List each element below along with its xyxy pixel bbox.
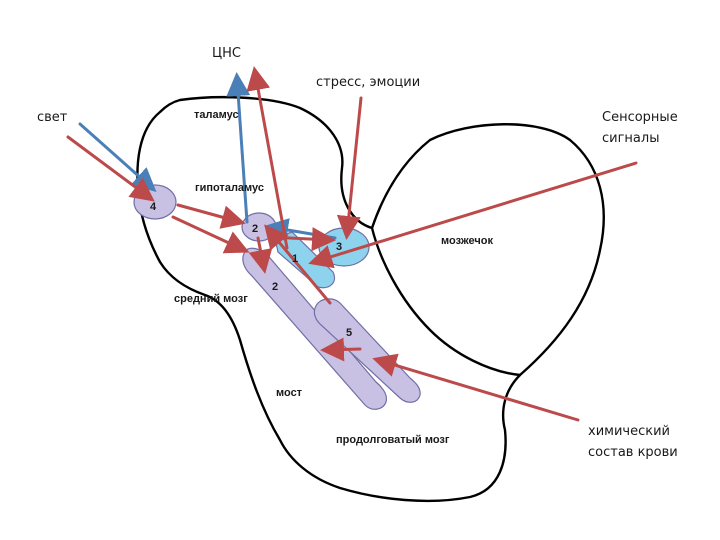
label-thalamus: таламус (194, 109, 239, 121)
arrow-stress-to-3 (336, 96, 363, 240)
arrow-4-to-2 (176, 203, 246, 229)
label-midbrain: средний мозг (174, 293, 248, 305)
cerebellum-fissure (370, 226, 522, 377)
arrow-blood-to-5 (372, 353, 580, 422)
arrow-sensory-to-3 (308, 161, 638, 269)
label-blood-line2: состав крови (588, 445, 678, 460)
arrow-light-to-4 (78, 122, 157, 192)
arrow-2-to-column (248, 236, 273, 274)
label-pons: мост (276, 387, 303, 399)
arrow-1-to-cns (246, 66, 289, 250)
num-4: 4 (150, 201, 157, 213)
brain-outline (136, 95, 605, 503)
num-5: 5 (346, 327, 352, 339)
num-3: 3 (336, 241, 342, 253)
num-2-bottom: 2 (272, 281, 278, 293)
arrow-4-to-2-lower (171, 215, 250, 254)
label-cerebellum: мозжечок (441, 235, 493, 247)
arrow-light-red-to-4 (66, 135, 155, 202)
label-sensory-line2: сигналы (602, 131, 659, 146)
label-hypothalamus: гипоталамус (195, 182, 264, 194)
label-stress: стресс, эмоции (316, 75, 420, 90)
num-1: 1 (292, 253, 298, 265)
num-2-top: 2 (252, 223, 258, 235)
arrow-column-to-2 (264, 224, 332, 305)
label-medulla: продолговатый мозг (336, 434, 450, 446)
label-blood-line1: химический (588, 424, 670, 439)
label-light: свет (37, 110, 68, 125)
arrow-2-to-cns (226, 72, 251, 224)
label-cns: ЦНС (212, 46, 241, 61)
arrow-5-to-column (320, 337, 362, 362)
label-sensory-line1: Сенсорные (602, 110, 678, 125)
